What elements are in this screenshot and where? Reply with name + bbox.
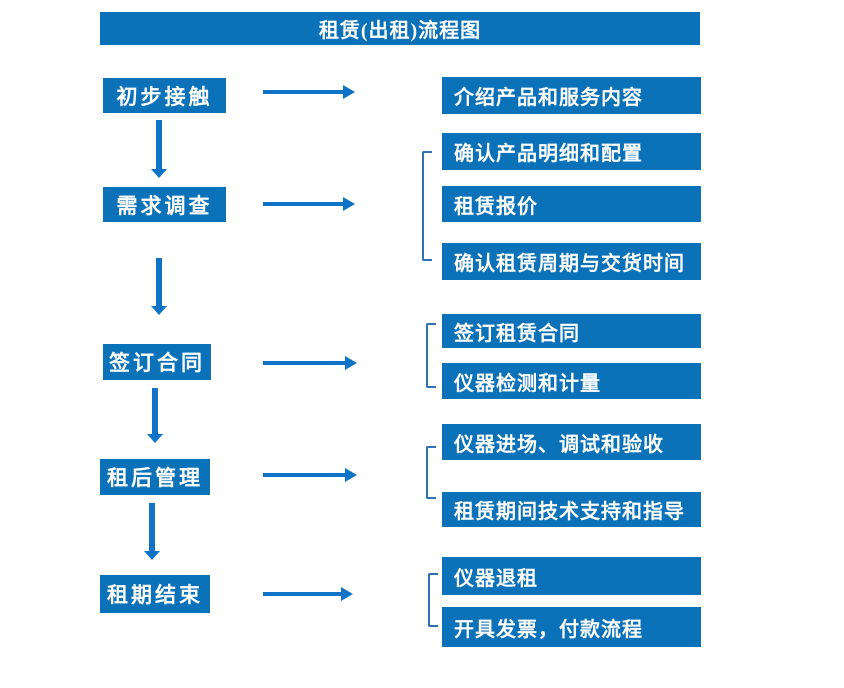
arrow-right-icon-1	[263, 84, 355, 100]
flowchart-title: 租赁(出租)流程图	[100, 12, 700, 45]
arrow-head	[343, 85, 355, 99]
step-box-initial-contact: 初步接触	[103, 78, 226, 113]
arrow-shaft	[263, 592, 342, 596]
arrow-head	[151, 306, 167, 315]
arrow-shaft	[263, 361, 346, 365]
arrow-shaft	[156, 120, 162, 170]
group-bracket-post-rental	[426, 446, 436, 499]
detail-box-confirm-product-details: 确认产品明细和配置	[442, 133, 701, 170]
step-box-sign-contract: 签订合同	[103, 344, 211, 380]
detail-box-instrument-return: 仪器退租	[442, 557, 701, 595]
arrow-shaft	[156, 258, 162, 307]
step-box-rental-end: 租期结束	[100, 575, 210, 613]
arrow-shaft	[263, 202, 344, 206]
detail-box-tech-support: 租赁期间技术支持和指导	[442, 492, 701, 527]
arrow-down-icon-2	[151, 258, 167, 315]
arrow-down-icon-4	[144, 503, 160, 560]
detail-box-rental-quote: 租赁报价	[442, 186, 701, 222]
arrow-down-icon-1	[151, 120, 167, 178]
arrow-shaft	[263, 90, 344, 94]
detail-box-invoice-payment: 开具发票，付款流程	[442, 607, 701, 647]
arrow-head	[345, 356, 357, 370]
arrow-right-icon-4	[263, 467, 357, 483]
arrow-head	[144, 551, 160, 560]
detail-box-instrument-setup-acceptance: 仪器进场、调试和验收	[442, 424, 701, 460]
step-box-demand-survey: 需求调查	[103, 187, 226, 222]
detail-box-sign-rental-contract: 签订租赁合同	[442, 314, 701, 348]
arrow-head	[345, 468, 357, 482]
arrow-shaft	[152, 388, 158, 435]
arrow-head	[343, 197, 355, 211]
arrow-head	[151, 169, 167, 178]
arrow-shaft	[149, 503, 155, 552]
detail-box-confirm-rental-period: 确认租赁周期与交货时间	[442, 243, 701, 280]
group-bracket-rental-end	[428, 573, 438, 627]
arrow-head	[147, 434, 163, 443]
arrow-right-icon-5	[263, 586, 353, 602]
arrow-head	[341, 587, 353, 601]
group-bracket-demand-survey	[422, 151, 432, 261]
detail-box-introduce-products: 介绍产品和服务内容	[442, 77, 701, 114]
group-bracket-sign-contract	[426, 323, 436, 388]
arrow-right-icon-2	[263, 196, 355, 212]
arrow-right-icon-3	[263, 355, 357, 371]
arrow-shaft	[263, 473, 346, 477]
detail-box-instrument-testing: 仪器检测和计量	[442, 363, 701, 399]
arrow-down-icon-3	[147, 388, 163, 443]
step-box-post-rental-management: 租后管理	[100, 459, 210, 495]
